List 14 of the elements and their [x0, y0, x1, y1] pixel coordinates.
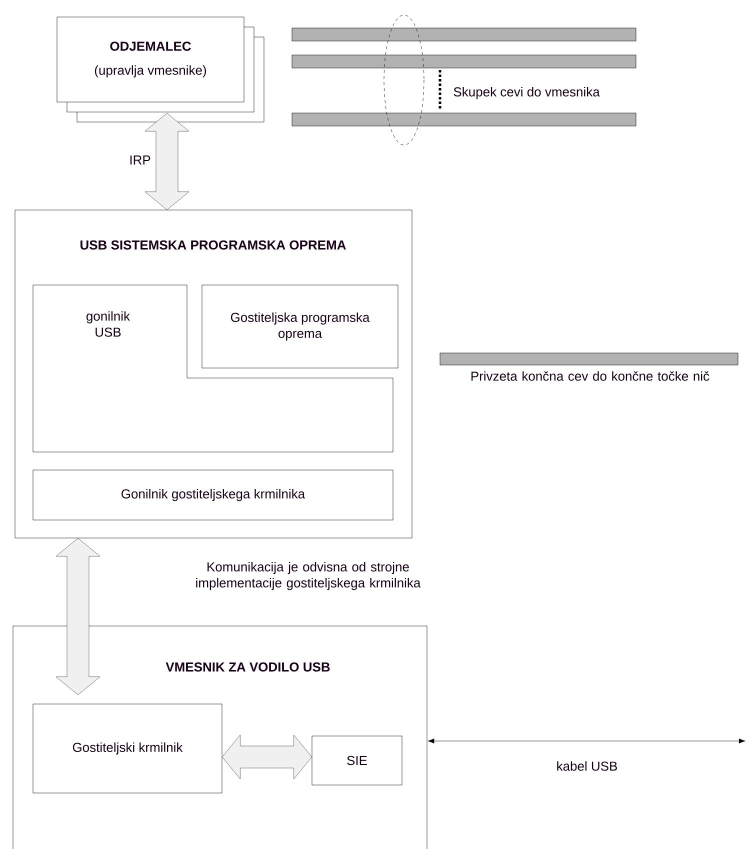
edge-label: kabel USB [557, 761, 617, 771]
pipe-label: Privzeta končna cev do končne točke nič [471, 371, 710, 381]
cable-arrow [428, 738, 746, 744]
double-arrow [56, 538, 100, 695]
double-arrow [144, 113, 190, 210]
stacked-box: ODJEMALEC (upravlja vmesnike) [56, 16, 264, 122]
pipe-label: Skupek cevi do vmesnika [454, 86, 600, 100]
process-box: Gostiteljska programska oprema [202, 284, 398, 368]
note-text: Komunikacija je odvisna od strojne implementacije gostiteljskega krmilnika [196, 562, 421, 590]
edge-label: IRP [130, 156, 150, 164]
process-box: Gostiteljski krmilnik [32, 704, 222, 794]
process-box: SIE [312, 736, 402, 786]
process-box: Gonilnik gostiteljskega krmilnika [32, 470, 394, 520]
double-arrow [222, 734, 312, 780]
